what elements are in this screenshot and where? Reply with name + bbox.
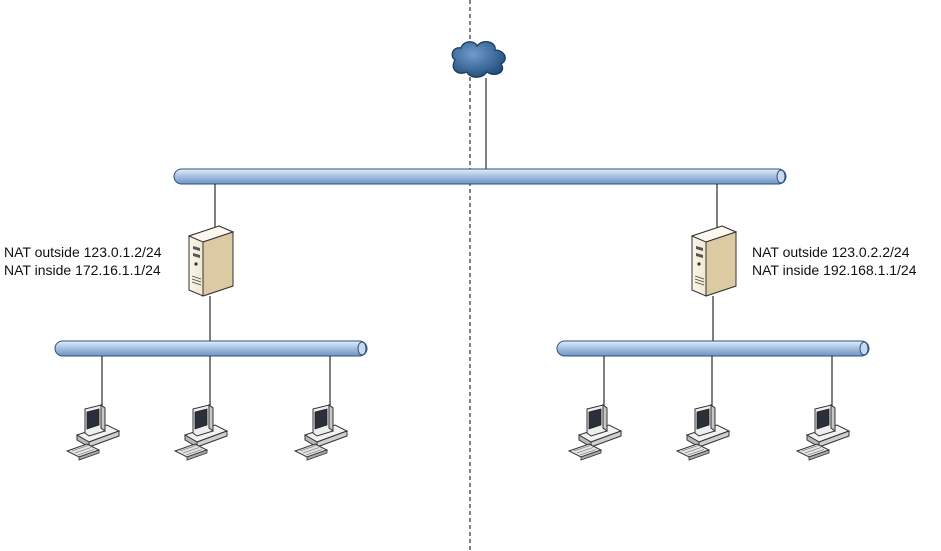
left-router-outside-label: NAT outside 123.0.1.2/24	[4, 244, 162, 260]
workstation-icon	[676, 404, 730, 461]
left-lan-bus	[54, 340, 368, 357]
cloud-icon	[451, 41, 506, 78]
right-lan-bus	[556, 340, 870, 357]
backbone-bus	[173, 168, 787, 185]
workstation-icon	[568, 404, 622, 461]
left-router-inside-label: NAT inside 172.16.1.1/24	[4, 262, 161, 278]
workstation-icon	[174, 404, 228, 461]
workstation-icon	[294, 404, 348, 461]
server-icon	[188, 225, 234, 297]
server-icon	[691, 225, 737, 297]
workstation-icon	[66, 404, 120, 461]
workstation-icon	[796, 404, 850, 461]
right-router-inside-label: NAT inside 192.168.1.1/24	[752, 262, 917, 278]
right-router-outside-label: NAT outside 123.0.2.2/24	[752, 244, 910, 260]
